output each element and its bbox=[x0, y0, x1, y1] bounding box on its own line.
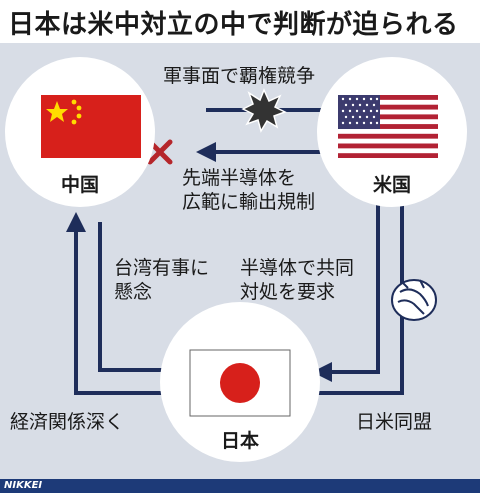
rivalry-text: 軍事面で覇権競争 bbox=[163, 65, 316, 87]
alliance-text: 日米同盟 bbox=[356, 411, 433, 433]
china-label: 中国 bbox=[60, 174, 99, 196]
export-control-line-1: 先端半導体を bbox=[182, 167, 297, 189]
footer-bar: NIKKEI bbox=[0, 479, 480, 493]
japan-flag-icon bbox=[189, 349, 291, 417]
explosion-icon bbox=[241, 88, 287, 133]
export-control-line-2: 広範に輸出規制 bbox=[182, 191, 316, 213]
china-flag-icon bbox=[41, 95, 141, 158]
page-title: 日本は米中対立の中で判断が迫られる bbox=[8, 10, 459, 40]
economic-arrow bbox=[66, 212, 182, 395]
alliance-line bbox=[296, 200, 404, 395]
joint-response-line-1: 半導体で共同 bbox=[240, 257, 355, 279]
usa-label: 米国 bbox=[372, 174, 411, 196]
economic-text: 経済関係深く bbox=[10, 411, 125, 433]
us-flag-icon bbox=[338, 95, 438, 158]
japan-label: 日本 bbox=[220, 430, 259, 452]
taiwan-line-1: 台湾有事に bbox=[114, 257, 210, 279]
joint-response-line-2: 対処を要求 bbox=[240, 281, 336, 303]
taiwan-arrow bbox=[98, 222, 186, 380]
handshake-icon bbox=[391, 279, 437, 321]
footer-credit: NIKKEI bbox=[4, 480, 43, 491]
joint-response-arrow bbox=[312, 205, 380, 382]
taiwan-line-2: 懸念 bbox=[114, 281, 153, 303]
